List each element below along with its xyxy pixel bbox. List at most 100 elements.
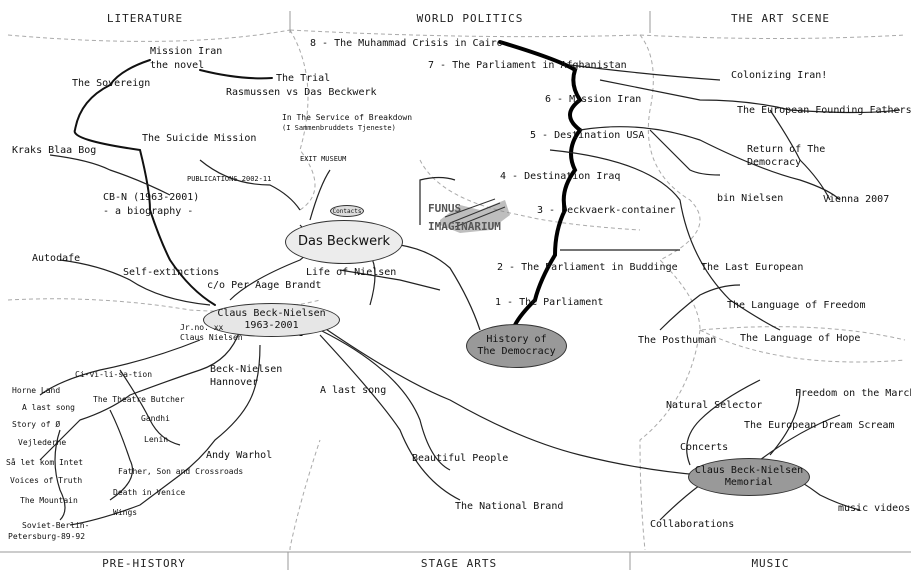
boundary-line	[639, 34, 906, 341]
politics-item-2[interactable]: 2 - The Parliament in Buddinge	[497, 262, 678, 273]
music-natural-selector[interactable]: Natural Selector	[666, 400, 763, 411]
connector	[119, 369, 181, 446]
lit-life-of-nielsen[interactable]: Life of Nielsen	[306, 267, 397, 278]
pre-story[interactable]: Story of Ø	[12, 420, 61, 429]
stage-national-brand[interactable]: The National Brand	[455, 501, 564, 512]
pre-claus-nielsen[interactable]: Claus Nielsen	[180, 333, 243, 342]
art-bin-nielsen[interactable]: bin Nielsen	[717, 193, 784, 204]
art-colonizing-iran[interactable]: Colonizing Iran!	[731, 70, 828, 81]
pre-jrno: Jr.no. xx	[180, 323, 224, 332]
connector	[659, 484, 701, 521]
lit-service[interactable]: In The Service of Breakdown	[282, 113, 413, 122]
politics-item-6[interactable]: 6 - Mission Iran	[545, 94, 642, 105]
node-das-beckwerk[interactable]: Das Beckwerk	[285, 220, 403, 264]
lit-biography[interactable]: - a biography -	[103, 206, 194, 217]
connector	[109, 409, 134, 501]
literature-path	[73, 59, 216, 306]
connector	[319, 334, 461, 501]
music-videos[interactable]: music videos	[838, 503, 911, 514]
pre-saletkom[interactable]: Så let kom Intet	[6, 458, 84, 467]
stage-beautiful-people[interactable]: Beautiful People	[412, 453, 509, 464]
category-pre-history: PRE-HISTORY	[102, 557, 186, 570]
politics-item-8[interactable]: 8 - The Muhammad Crisis in Cairo	[310, 38, 503, 49]
pre-mountain[interactable]: The Mountain	[20, 496, 78, 505]
art-return[interactable]: Return of The	[747, 144, 826, 155]
node-memorial[interactable]: Claus Beck-Nielsen Memorial	[688, 458, 810, 496]
pre-death-venice[interactable]: Death in Venice	[113, 488, 186, 497]
connector	[569, 64, 721, 81]
pre-a-last-song[interactable]: A last song	[22, 403, 75, 412]
boundary-line	[699, 329, 906, 363]
art-language-freedom[interactable]: The Language of Freedom	[727, 300, 866, 311]
connector	[39, 339, 201, 396]
pre-horne-land[interactable]: Horne Land	[12, 386, 61, 395]
node-history-democracy[interactable]: History of The Democracy	[466, 324, 567, 368]
politics-item-7[interactable]: 7 - The Parliament in Afghanistan	[428, 60, 627, 71]
lit-suicide-mission[interactable]: The Suicide Mission	[142, 133, 257, 144]
node-claus-beck-nielsen[interactable]: Claus Beck-Nielsen 1963-2001	[203, 303, 340, 337]
art-posthuman[interactable]: The Posthuman	[638, 335, 717, 346]
politics-item-4[interactable]: 4 - Destination Iraq	[500, 171, 621, 182]
node-history-label: History of The Democracy	[477, 334, 556, 357]
music-collaborations[interactable]: Collaborations	[650, 519, 735, 530]
pre-voices[interactable]: Voices of Truth	[10, 476, 83, 485]
stage-a-last-song[interactable]: A last song	[320, 385, 387, 396]
category-world-politics: WORLD POLITICS	[416, 12, 524, 25]
art-founding-fathers[interactable]: The European Founding Fathers	[737, 105, 911, 116]
pre-petersburg: Petersburg-89-92	[8, 532, 86, 541]
pre-vejlederne[interactable]: Vejlederne	[18, 438, 67, 447]
category-music: MUSIC	[751, 557, 790, 570]
politics-item-5[interactable]: 5 - Destination USA	[530, 130, 645, 141]
lit-mission-iran[interactable]: Mission Iran	[150, 46, 223, 57]
pre-andy-warhol[interactable]: Andy Warhol	[206, 450, 273, 461]
connector	[419, 176, 456, 226]
literature-path	[199, 69, 273, 80]
pre-theatre-butcher[interactable]: The Theatre Butcher	[93, 395, 185, 404]
lit-trial[interactable]: The Trial	[276, 73, 331, 84]
connector	[69, 344, 261, 526]
boundary-line	[639, 34, 906, 39]
lit-sovereign[interactable]: The Sovereign	[72, 78, 151, 89]
boundary-line	[7, 29, 291, 42]
connector	[686, 379, 761, 466]
lit-autodafe[interactable]: Autodafe	[32, 253, 81, 264]
connector	[59, 259, 211, 306]
connector	[769, 109, 831, 201]
art-language-hope[interactable]: The Language of Hope	[740, 333, 861, 344]
politics-item-3[interactable]: 3 - beckvaerk-container	[537, 205, 676, 216]
art-return-2: Democracy	[747, 157, 802, 168]
lit-service-sub: (I Sammenbruddets Tjeneste)	[282, 124, 396, 132]
boundary-line	[289, 29, 316, 211]
music-freedom-march[interactable]: Freedom on the March	[795, 388, 911, 399]
pre-gandhi[interactable]: Gandhi	[141, 414, 170, 423]
connector	[49, 154, 171, 196]
lit-co-brandt[interactable]: c/o Per Aage Brandt	[207, 280, 322, 291]
pre-beck-nielsen[interactable]: Beck-Nielsen	[210, 364, 283, 375]
node-claus-label: Claus Beck-Nielsen 1963-2001	[217, 308, 326, 331]
connector	[769, 389, 801, 456]
pre-hannover: Hannover	[210, 377, 259, 388]
funus-line2: IMAGINARIUM	[428, 220, 501, 233]
art-vienna[interactable]: Vienna 2007	[823, 194, 890, 205]
pre-civilisation[interactable]: Ci-vi-li-sa-tion	[75, 370, 153, 379]
lit-publications[interactable]: PUBLICATIONS 2002-11	[187, 175, 272, 183]
music-dream-scream[interactable]: The European Dream Scream	[744, 420, 895, 431]
node-contacts[interactable]: Contacts	[330, 205, 364, 217]
pre-lenin[interactable]: Lenin	[144, 435, 169, 444]
lit-self-extinctions[interactable]: Self-extinctions	[123, 267, 220, 278]
pre-wings[interactable]: Wings	[113, 508, 138, 517]
connector	[54, 429, 66, 521]
pre-soviet[interactable]: Soviet-Berlin-	[22, 521, 90, 530]
funus-line1: FUNUS	[428, 202, 462, 215]
pre-father-son[interactable]: Father, Son and Crossroads	[118, 467, 244, 476]
lit-exit-museum[interactable]: EXIT MUSEUM	[300, 155, 347, 163]
lit-rasmussen[interactable]: Rasmussen vs Das Beckwerk	[226, 87, 377, 98]
music-concerts[interactable]: Concerts	[680, 442, 729, 453]
lit-the-novel[interactable]: the novel	[150, 60, 205, 71]
lit-cbn[interactable]: CB-N (1963-2001)	[103, 192, 200, 203]
art-last-european[interactable]: The Last European	[701, 262, 804, 273]
lit-kraks[interactable]: Kraks Blaa Bog	[12, 145, 97, 156]
boundary-line	[7, 298, 321, 312]
politics-item-1[interactable]: 1 - The Parliament	[495, 297, 604, 308]
